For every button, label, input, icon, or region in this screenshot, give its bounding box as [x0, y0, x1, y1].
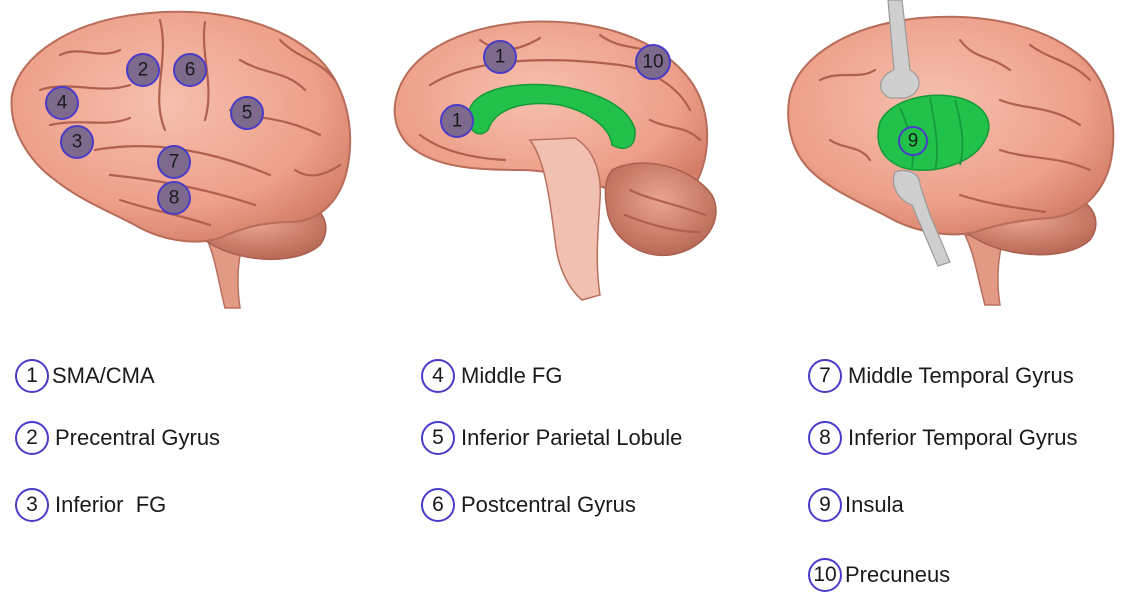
marker-6: 6 — [174, 54, 206, 86]
legend-label: Middle Temporal Gyrus — [848, 363, 1074, 389]
marker-8: 8 — [158, 182, 190, 214]
legend-label: Precentral Gyrus — [55, 425, 220, 451]
legend-item-7: 7 Middle Temporal Gyrus — [808, 358, 1074, 394]
marker-4: 4 — [46, 87, 78, 119]
legend-item-8: 8 Inferior Temporal Gyrus — [808, 420, 1077, 456]
legend-item-5: 5 Inferior Parietal Lobule — [421, 420, 682, 456]
legend-label: SMA/CMA — [52, 363, 155, 389]
marker-3: 3 — [61, 126, 93, 158]
marker-1-medial-front: 1 — [441, 105, 473, 137]
legend-item-1: 1 SMA/CMA — [15, 358, 155, 394]
legend-number: 3 — [15, 488, 49, 522]
marker-2-label: 2 — [138, 60, 149, 81]
legend-number: 5 — [421, 421, 455, 455]
legend-label: Inferior Parietal Lobule — [461, 425, 682, 451]
legend-label: Postcentral Gyrus — [461, 492, 636, 518]
marker-10: 10 — [636, 45, 670, 79]
marker-9: 9 — [899, 127, 927, 155]
legend-number: 9 — [808, 488, 842, 522]
legend-item-2: 2 Precentral Gyrus — [15, 420, 220, 456]
legend-number: 6 — [421, 488, 455, 522]
marker-1-medial-front-label: 1 — [452, 111, 463, 132]
marker-2: 2 — [127, 54, 159, 86]
marker-5-label: 5 — [242, 103, 253, 124]
marker-10-label: 10 — [642, 52, 663, 73]
legend-item-9: 9 Insula — [808, 487, 904, 523]
legend-item-4: 4 Middle FG — [421, 358, 562, 394]
marker-6-label: 6 — [185, 60, 196, 81]
legend-number: 2 — [15, 421, 49, 455]
legend-item-6: 6 Postcentral Gyrus — [421, 487, 636, 523]
legend-label: Precuneus — [845, 562, 950, 588]
marker-1-medial-top: 1 — [484, 41, 516, 73]
brain-figure: 2 6 4 5 3 7 8 1 10 1 9 — [0, 0, 1138, 310]
medial-brainstem — [530, 138, 600, 300]
marker-1-medial-top-label: 1 — [495, 47, 506, 68]
marker-3-label: 3 — [72, 132, 83, 153]
marker-4-label: 4 — [57, 93, 68, 114]
legend-number: 7 — [808, 359, 842, 393]
legend-label: Inferior Temporal Gyrus — [848, 425, 1077, 451]
marker-5: 5 — [231, 97, 263, 129]
legend-label: Middle FG — [461, 363, 562, 389]
legend-label: Insula — [845, 492, 904, 518]
legend-label: Inferior FG — [55, 492, 166, 518]
legend-item-10: 10 Precuneus — [808, 557, 950, 593]
legend-number: 8 — [808, 421, 842, 455]
legend-number: 10 — [808, 558, 842, 592]
legend-number: 1 — [15, 359, 49, 393]
legend-item-3: 3 Inferior FG — [15, 487, 166, 523]
legend-number: 4 — [421, 359, 455, 393]
marker-9-label: 9 — [908, 131, 919, 152]
marker-7-label: 7 — [169, 152, 180, 173]
marker-7: 7 — [158, 146, 190, 178]
insular-brain — [788, 0, 1113, 305]
marker-8-label: 8 — [169, 188, 180, 209]
